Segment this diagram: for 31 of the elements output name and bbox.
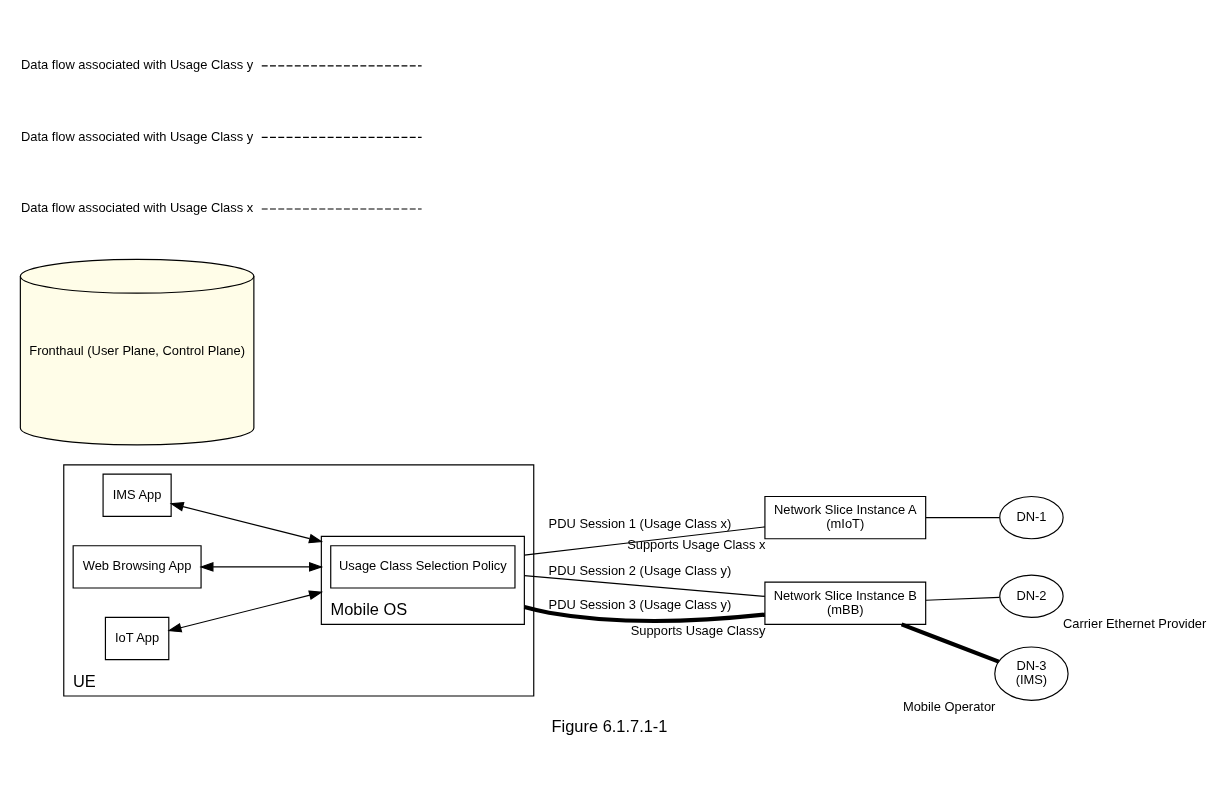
node-box: Network Slice Instance A (mIoT): [764, 495, 927, 540]
connector: [925, 596, 1001, 601]
node-box: Network Slice Instance B (mBB): [764, 581, 927, 625]
node-text: Data flow associated with Usage Class x: [21, 200, 254, 216]
node-label: Supports Usage Classy: [630, 622, 766, 638]
node-box: IoT App: [104, 616, 170, 661]
node-label: Supports Usage Class x: [627, 537, 766, 553]
edge-label: PDU Session 3 (Usage Class y): [548, 596, 732, 612]
node-box: Usage Class Selection Policy: [330, 545, 516, 589]
arrow: [199, 561, 324, 572]
node-box: IMS App: [102, 473, 172, 517]
connector: [900, 622, 1000, 664]
caption: Figure 6.1.7.1-1: [551, 717, 668, 736]
connector: [523, 575, 766, 597]
node-box: Web Browsing App: [72, 545, 202, 589]
node-ellipse: DN-1: [999, 495, 1064, 540]
connector: [261, 65, 423, 67]
connector: [523, 605, 766, 623]
connector: [523, 526, 766, 556]
connector: [925, 517, 1001, 519]
arrow: [169, 501, 324, 544]
node-label: Mobile Operator: [902, 698, 996, 714]
node-ellipse: DN-2: [999, 574, 1064, 618]
arrow: [167, 590, 324, 633]
node-ellipse: DN-3 (IMS): [994, 646, 1069, 701]
node-text: Data flow associated with Usage Class y: [21, 128, 254, 144]
edge-label: PDU Session 2 (Usage Class y): [548, 562, 732, 578]
edge-label: PDU Session 1 (Usage Class x): [548, 515, 732, 531]
node-text: Data flow associated with Usage Class y: [21, 57, 254, 73]
node-label: Carrier Ethernet Provider: [1063, 615, 1207, 631]
connector: [261, 136, 423, 138]
